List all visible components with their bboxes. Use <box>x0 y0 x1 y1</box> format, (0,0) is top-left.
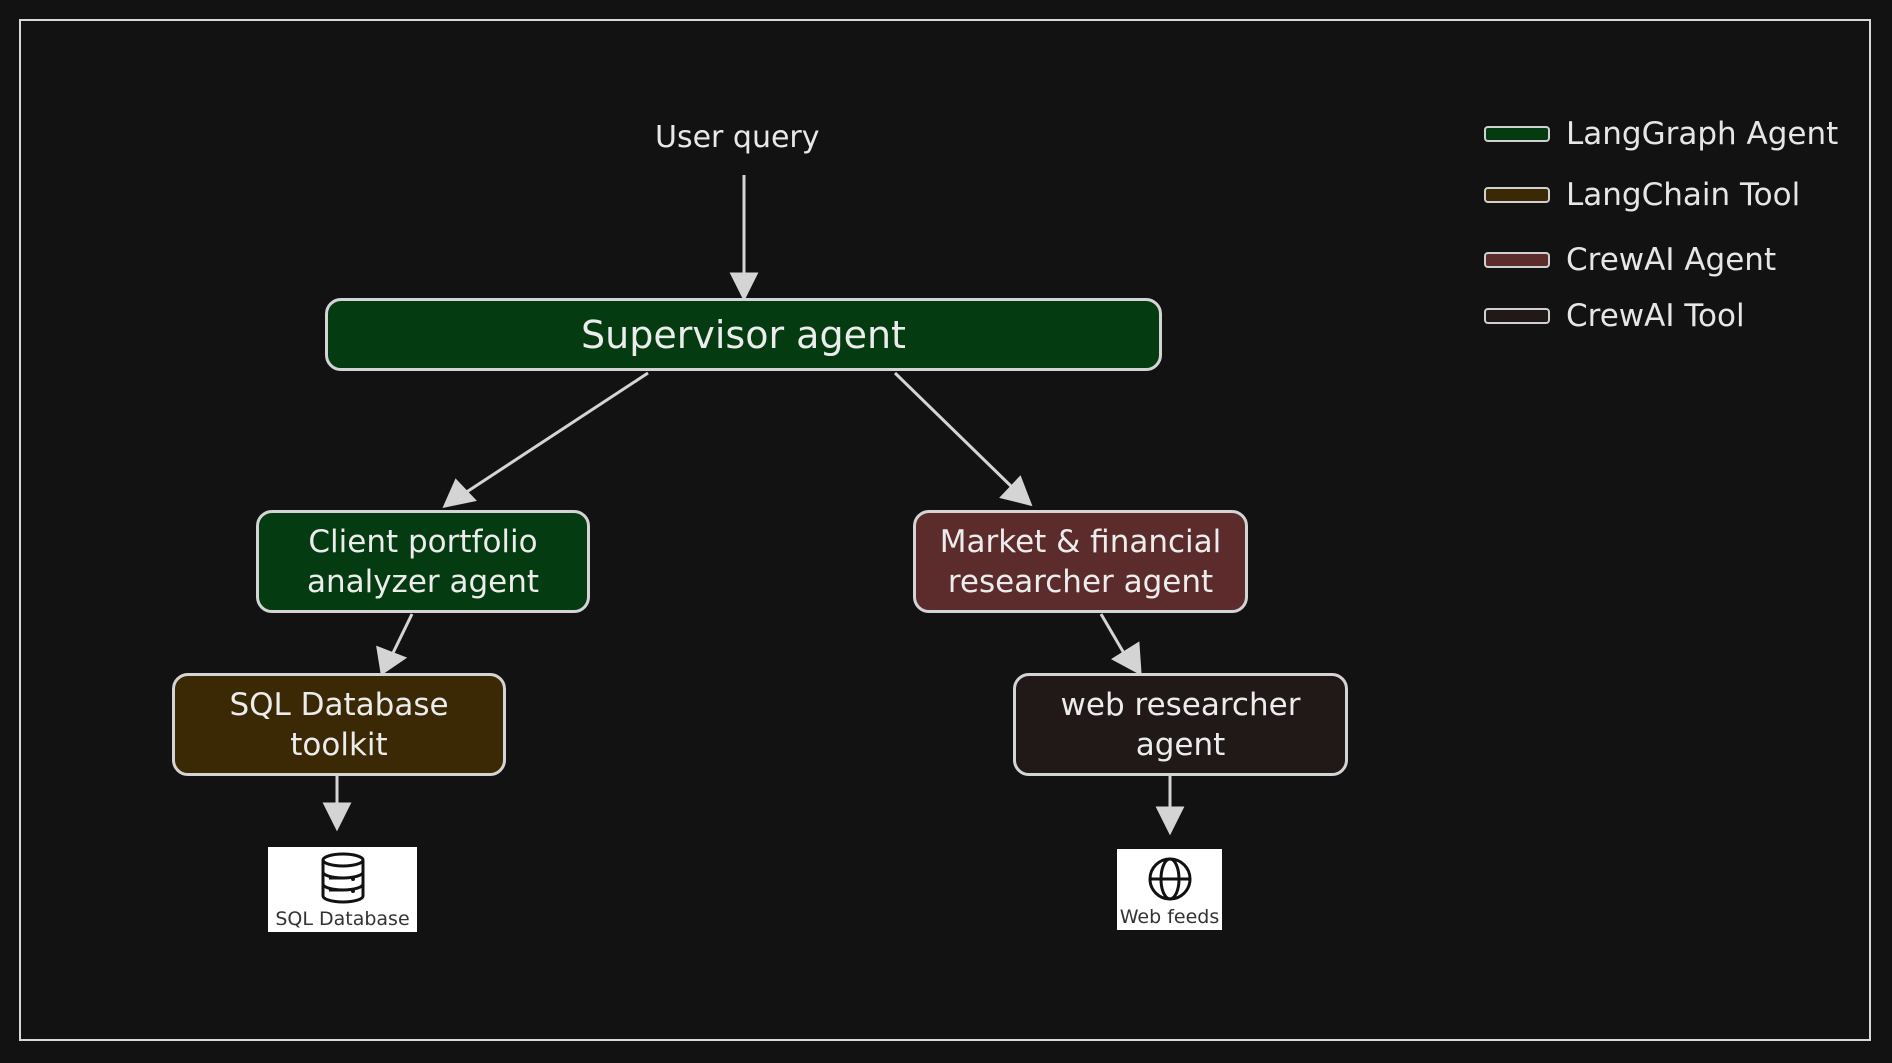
legend-label: CrewAI Tool <box>1566 298 1745 334</box>
web-researcher-node[interactable]: web researcher agent <box>1013 673 1348 776</box>
edge-supervisor-to-client <box>461 371 649 497</box>
legend-item-crewai-tool: CrewAI Tool <box>1484 298 1745 334</box>
market-researcher-agent-node[interactable]: Market & financial researcher agent <box>913 510 1248 613</box>
node-label-line: Market & financial <box>939 523 1222 560</box>
supervisor-agent-label: Supervisor agent <box>581 312 906 357</box>
canvas-frame <box>19 19 1871 1041</box>
node-label-line: agent <box>1135 726 1226 763</box>
database-icon <box>321 852 364 904</box>
legend-swatch <box>1484 252 1550 268</box>
node-label-line: analyzer agent <box>306 563 540 600</box>
sql-toolkit-node[interactable]: SQL Database toolkit <box>172 673 506 776</box>
node-label-line: web researcher <box>1060 686 1301 723</box>
legend-swatch <box>1484 187 1550 203</box>
node-label-line: researcher agent <box>947 563 1214 600</box>
arrowhead <box>322 802 352 832</box>
client-portfolio-agent-node[interactable]: Client portfolio analyzer agent <box>256 510 590 613</box>
legend-swatch <box>1484 126 1550 142</box>
supervisor-agent-node[interactable]: Supervisor agent <box>325 298 1162 371</box>
node-label-line: toolkit <box>290 726 388 763</box>
legend-item-langchain-tool: LangChain Tool <box>1484 177 1800 213</box>
node-label-line: SQL Database <box>229 686 449 723</box>
legend-item-langgraph-agent: LangGraph Agent <box>1484 116 1838 152</box>
web-feeds-label: Web feeds <box>1119 906 1220 928</box>
sql-database-label: SQL Database <box>275 908 410 930</box>
legend-item-crewai-agent: CrewAI Agent <box>1484 242 1776 278</box>
arrowhead <box>376 645 408 676</box>
arrowhead <box>442 478 477 509</box>
globe-icon <box>1148 857 1191 901</box>
legend-label: CrewAI Agent <box>1566 242 1777 278</box>
legend-swatch <box>1484 308 1550 324</box>
arrowhead <box>729 272 759 302</box>
sql-database-resource[interactable]: SQL Database <box>268 847 417 932</box>
arrowhead <box>1155 806 1185 836</box>
arrowhead <box>999 475 1033 507</box>
user-query-label: User query <box>655 120 820 155</box>
node-label-line: Client portfolio <box>308 523 538 560</box>
legend-label: LangGraph Agent <box>1566 116 1839 152</box>
arrowhead <box>1111 641 1142 676</box>
web-feeds-resource[interactable]: Web feeds <box>1117 849 1222 930</box>
legend-label: LangChain Tool <box>1566 177 1801 213</box>
edge-client-to-sql <box>390 613 414 656</box>
edge-market-to-web <box>1099 613 1127 656</box>
edge-supervisor-to-market <box>893 371 1017 492</box>
